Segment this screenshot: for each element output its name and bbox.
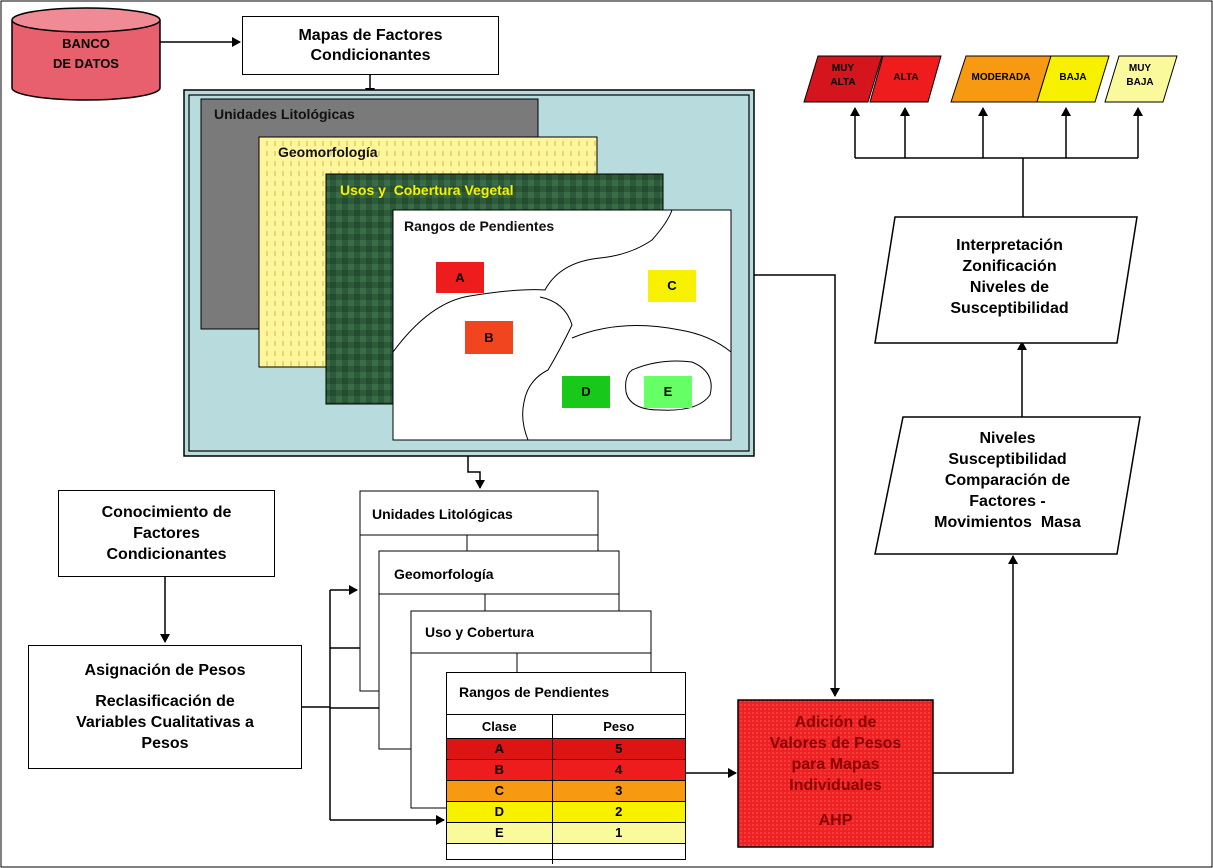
page-geomorphology-title: Geomorfología xyxy=(394,566,494,582)
weights-box: Asignación de Pesos Reclasificación de V… xyxy=(28,645,302,769)
weights-line-2: Variables Cualitativas a xyxy=(76,714,254,731)
levels-box: Niveles Susceptibilidad Comparación de F… xyxy=(880,428,1135,533)
database-cylinder: BANCO DE DATOS xyxy=(12,34,160,74)
weight-table-title: Rangos de Pendientes xyxy=(459,684,610,700)
levels-shape xyxy=(874,416,1141,555)
weight-table-blank-row xyxy=(447,843,685,864)
class-alta-shape xyxy=(869,55,942,103)
weight-table-clase: E xyxy=(447,823,553,843)
weight-table-peso: 5 xyxy=(615,741,623,756)
page-lithology-title: Unidades Litológicas xyxy=(372,506,513,522)
interpretation-line-4: Susceptibilidad xyxy=(950,300,1069,317)
levels-line-5: Movimientos Masa xyxy=(934,514,1081,531)
zone-A-square xyxy=(436,262,484,293)
weight-table-peso: 2 xyxy=(615,804,623,819)
addition-line-1: Adición de xyxy=(794,714,877,731)
addition-box: Adición de Valores de Pesos para Mapas I… xyxy=(738,700,933,847)
class-muy-baja-shape xyxy=(1104,55,1178,103)
class-muy-baja-line-2: BAJA xyxy=(1126,77,1154,88)
levels-line-3: Comparación de xyxy=(944,472,1071,489)
knowledge-box: Conocimiento de Factores Condicionantes xyxy=(58,490,275,577)
weights-title: Asignación de Pesos xyxy=(84,662,246,679)
zone-C: C xyxy=(667,278,677,293)
class-muy-alta-line-1: MUY xyxy=(831,63,855,74)
database-label-2: DE DATOS xyxy=(53,56,119,71)
class-alta: ALTA xyxy=(893,72,919,83)
interpretation-line-3: Niveles de xyxy=(969,279,1050,296)
class-muy-baja-line-1: MUY xyxy=(1128,63,1152,74)
layer-vegetation-label: Usos y Cobertura Vegetal xyxy=(340,182,514,198)
weight-table-peso: 4 xyxy=(615,762,623,777)
zone-B: B xyxy=(484,330,494,345)
class-baja: BAJA xyxy=(1059,72,1087,83)
knowledge-line-2: Factores xyxy=(133,525,200,542)
levels-line-4: Factores - xyxy=(969,493,1046,510)
knowledge-line-3: Condicionantes xyxy=(106,546,227,563)
zone-E: E xyxy=(663,384,673,399)
weight-table-header: Clase Peso xyxy=(447,714,685,739)
addition-line-4: Individuales xyxy=(789,777,882,794)
zone-D: D xyxy=(581,384,591,399)
class-muy-baja: MUY BAJA xyxy=(1111,62,1169,90)
zone-C-square xyxy=(648,270,696,302)
class-muy-alta-shape xyxy=(803,55,883,103)
weights-line-1: Reclasificación de xyxy=(95,693,235,710)
interpretation-shape xyxy=(874,216,1138,344)
levels-line-1: Niveles xyxy=(979,430,1036,447)
zone-D-square xyxy=(562,376,610,408)
layer-geomorphology-label: Geomorfología xyxy=(278,144,378,160)
page-land-use-title: Uso y Cobertura xyxy=(425,624,534,640)
zone-E-square xyxy=(644,376,692,408)
class-baja-shape xyxy=(1036,55,1110,103)
weight-table-header-peso: Peso xyxy=(603,719,635,734)
weight-table-clase: C xyxy=(447,781,553,801)
zone-A: A xyxy=(455,270,465,285)
weight-table-peso: 1 xyxy=(615,825,623,840)
maps-factors-line-1: Mapas de Factores xyxy=(298,26,443,44)
weight-table-clase: A xyxy=(447,739,553,759)
levels-line-2: Susceptibilidad xyxy=(948,451,1067,468)
database-label-1: BANCO xyxy=(62,36,110,51)
weight-table-peso: 3 xyxy=(615,783,623,798)
class-moderada: MODERADA xyxy=(971,72,1031,83)
addition-shape xyxy=(737,699,934,848)
interpretation-line-1: Interpretación xyxy=(956,237,1063,254)
interpretation-line-2: Zonificación xyxy=(962,258,1057,275)
layer-slopes-label: Rangos de Pendientes xyxy=(404,218,555,234)
layer-lithology-label: Unidades Litológicas xyxy=(214,106,355,122)
weight-table-header-clase: Clase xyxy=(447,715,553,739)
weights-line-3: Pesos xyxy=(141,735,189,752)
class-muy-alta-line-2: ALTA xyxy=(830,77,856,88)
maps-factors-box: Mapas de Factores Condicionantes xyxy=(242,16,499,75)
knowledge-line-1: Conocimiento de xyxy=(101,504,232,521)
maps-factors-line-2: Condicionantes xyxy=(310,46,431,64)
weight-table-clase: D xyxy=(447,802,553,822)
addition-line-3: para Mapas xyxy=(791,756,880,773)
addition-line-2: Valores de Pesos xyxy=(769,735,902,752)
zone-B-square xyxy=(465,321,513,354)
class-muy-alta: MUY ALTA xyxy=(811,62,875,90)
interpretation-box: Interpretación Zonificación Niveles de S… xyxy=(882,235,1137,319)
addition-line-5: AHP xyxy=(818,812,853,829)
weight-table-clase: B xyxy=(447,760,553,780)
